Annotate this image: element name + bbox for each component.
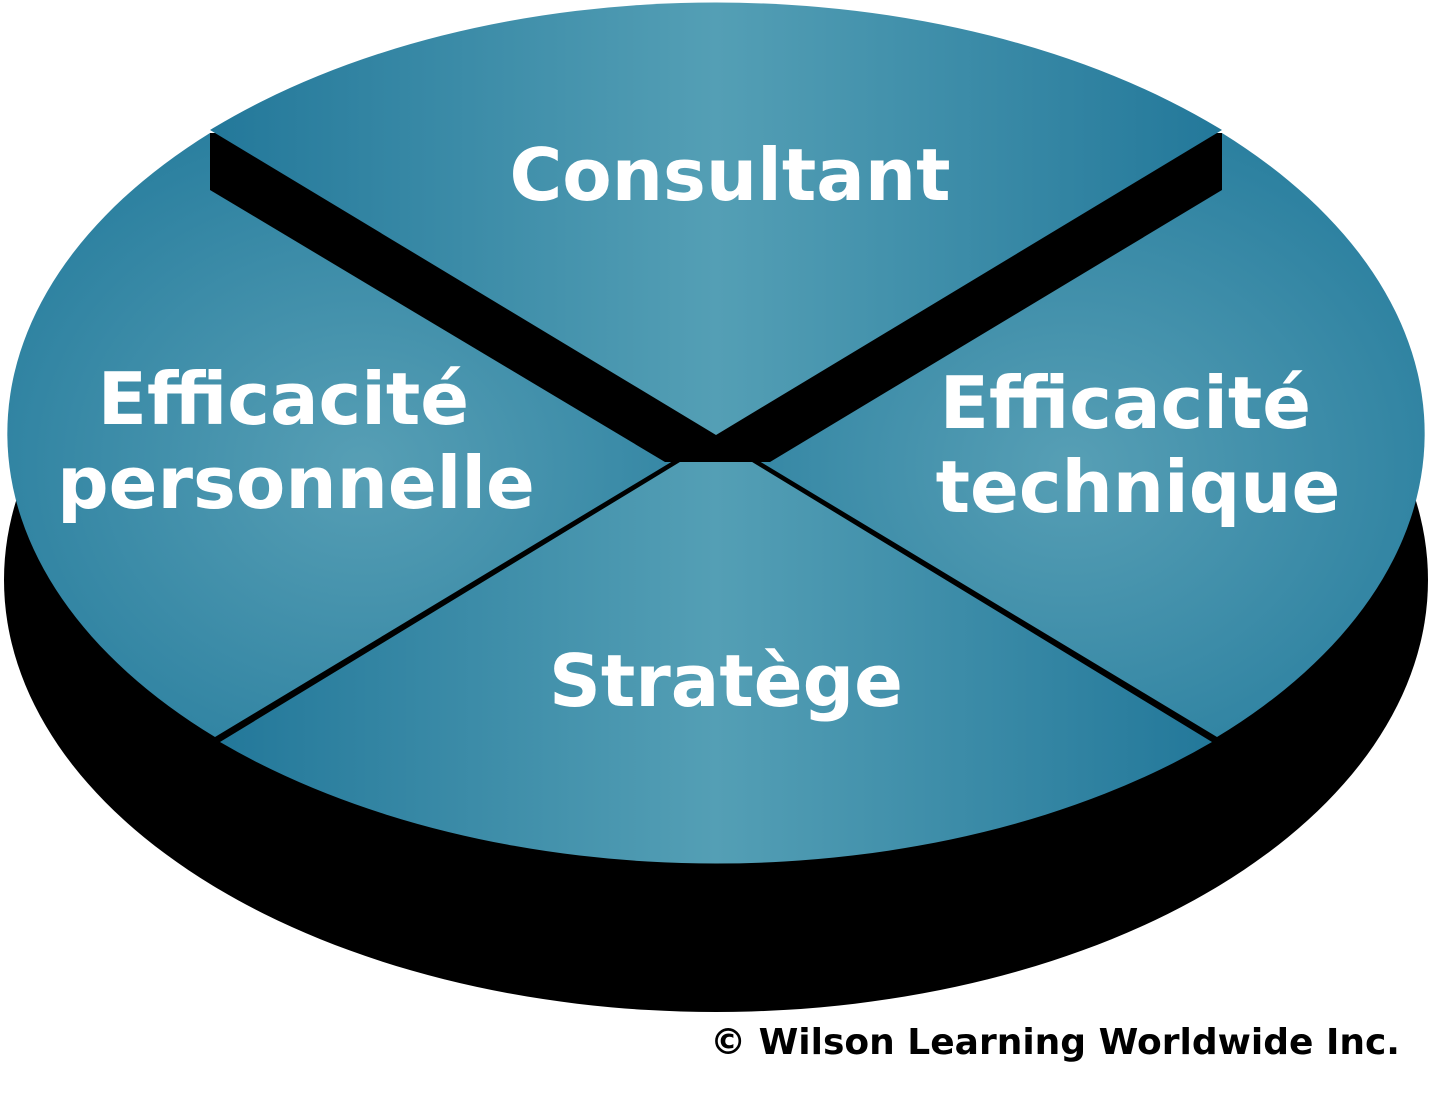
label-consultant: Consultant	[509, 133, 950, 217]
copyright-notice: © Wilson Learning Worldwide Inc.	[710, 1022, 1400, 1063]
segment-consultant	[210, 2, 1222, 436]
label-efficacite-technique: Efficacité technique	[936, 361, 1341, 529]
label-efficacite-personnelle: Efficacité personnelle	[57, 357, 535, 525]
segment-stratege	[220, 440, 1212, 864]
segment-efficacite-technique	[716, 133, 1425, 737]
label-stratege: Stratège	[549, 639, 903, 723]
segment-efficacite-personnelle	[7, 133, 717, 737]
